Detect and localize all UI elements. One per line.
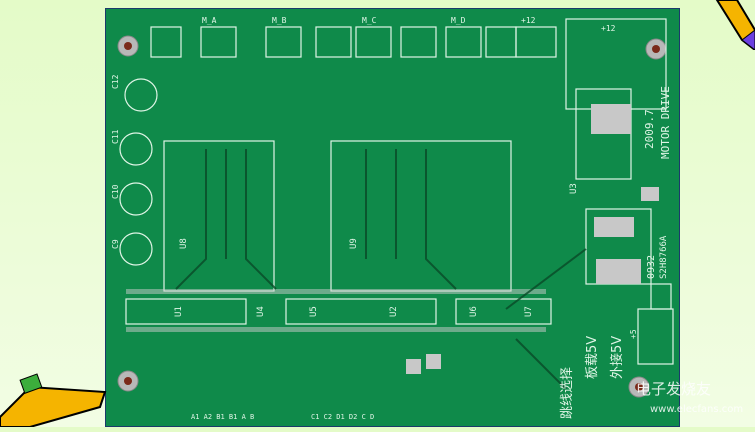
board-title: MOTOR DRIVE — [659, 86, 672, 159]
chip-label: U3 — [569, 183, 579, 194]
connector-label: +12 — [601, 24, 616, 33]
chip-label: U2 — [389, 306, 399, 317]
watermark-brand: 电子发烧友 — [636, 380, 712, 398]
jumper-onboard: 板载5V — [585, 336, 600, 379]
chip-label: U6 — [469, 306, 479, 317]
pencil-icon — [0, 373, 107, 427]
chip-label: U5 — [309, 306, 319, 317]
pcb-photo: M_A M_B M_C M_D +12 +12 U8 U9 U1 U2 U3 U… — [105, 8, 680, 427]
pcb-artwork: M_A M_B M_C M_D +12 +12 U8 U9 U1 U2 U3 U… — [111, 16, 674, 421]
connector-label: M_D — [451, 16, 466, 25]
connector-label: M_A — [202, 16, 217, 25]
cap-label: C10 — [111, 184, 120, 199]
part-code: S2H8766A — [659, 235, 669, 279]
cap-label: C12 — [111, 74, 120, 89]
board-date: 2009.7 — [643, 109, 656, 149]
chip-label: U4 — [256, 306, 266, 317]
connector-label: +12 — [521, 16, 536, 25]
connector-label: M_B — [272, 16, 287, 25]
connector-label: M_C — [362, 16, 377, 25]
chip-label: U8 — [179, 238, 189, 249]
chip-label: U7 — [524, 306, 534, 317]
bottom-labels: C1 C2 D1 D2 C D — [311, 413, 374, 421]
date-code: 0932 — [646, 255, 657, 279]
pencil-icon — [715, 0, 755, 50]
power-label: +5 — [629, 329, 638, 339]
header-pins — [126, 289, 546, 332]
cap-label: C9 — [111, 239, 120, 249]
cap-label: C11 — [111, 129, 120, 144]
chip-label: U9 — [349, 238, 359, 249]
jumper-title: 跳线选择 — [560, 367, 575, 419]
jumper-external: 外接5V — [609, 336, 625, 379]
watermark-url: www.elecfans.com — [650, 404, 744, 415]
bottom-labels: A1 A2 B1 B1 A B — [191, 413, 254, 421]
chip-label: U1 — [174, 306, 184, 317]
